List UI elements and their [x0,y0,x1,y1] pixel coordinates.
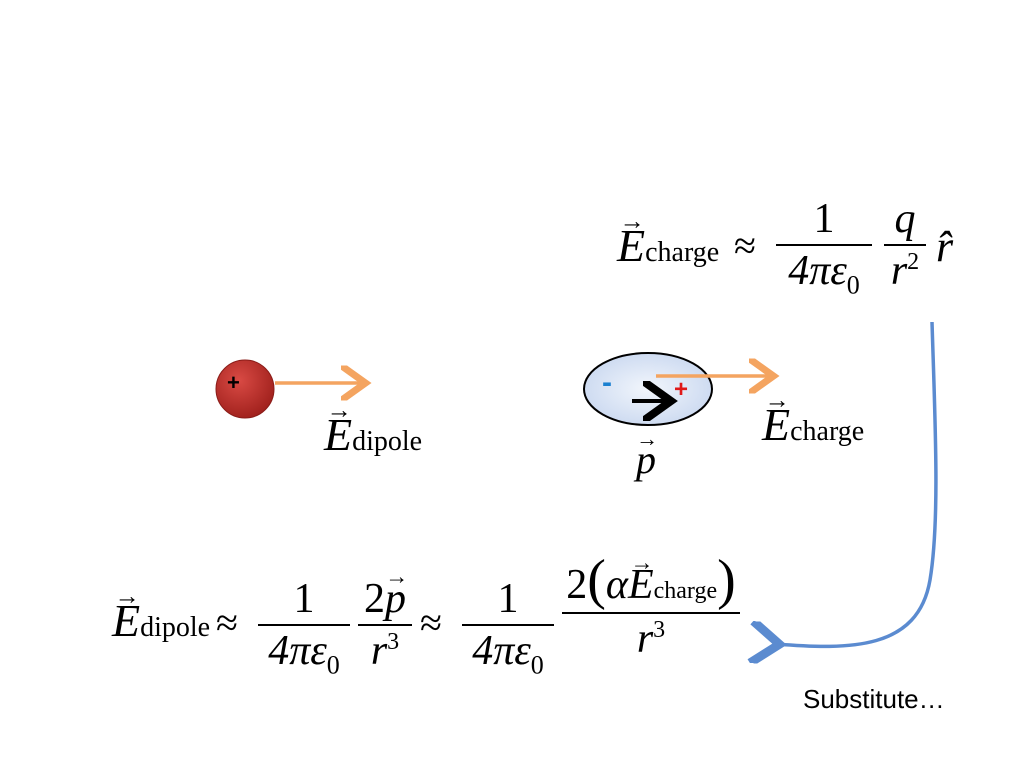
eq-top-fraction-2: q r2 [884,198,926,292]
eq-bottom-approx-1: ≈ [216,600,238,645]
dipole-plus-sign: + [674,376,689,403]
eq-bottom-lhs: Edipole [112,598,210,644]
eq-top-lhs: Echarge [617,223,719,269]
eq-bottom-fraction-1: 1 4πε0 [258,578,350,678]
eq-top-approx: ≈ [734,223,756,268]
eq-bottom-fraction-3: 1 4πε0 [462,578,554,678]
charge-plus-symbol: + [227,370,240,395]
eq-top-fraction-1: 1 4πε0 [776,198,872,298]
e-charge-label: Echarge [762,402,864,448]
dipole-moment-label: p [636,440,656,480]
dipole-minus-sign: - [602,366,612,399]
eq-bottom-approx-2: ≈ [420,600,442,645]
point-charge [215,359,275,419]
substitute-curve-arrow [776,321,938,646]
eq-bottom-fraction-2: 2p r3 [358,578,412,672]
e-dipole-label: Edipole [324,412,422,458]
eq-bottom-fraction-4: 2(αEcharge) r3 [562,552,740,660]
eq-top-rhat: r̂ [936,222,954,271]
substitute-note: Substitute… [803,684,945,714]
